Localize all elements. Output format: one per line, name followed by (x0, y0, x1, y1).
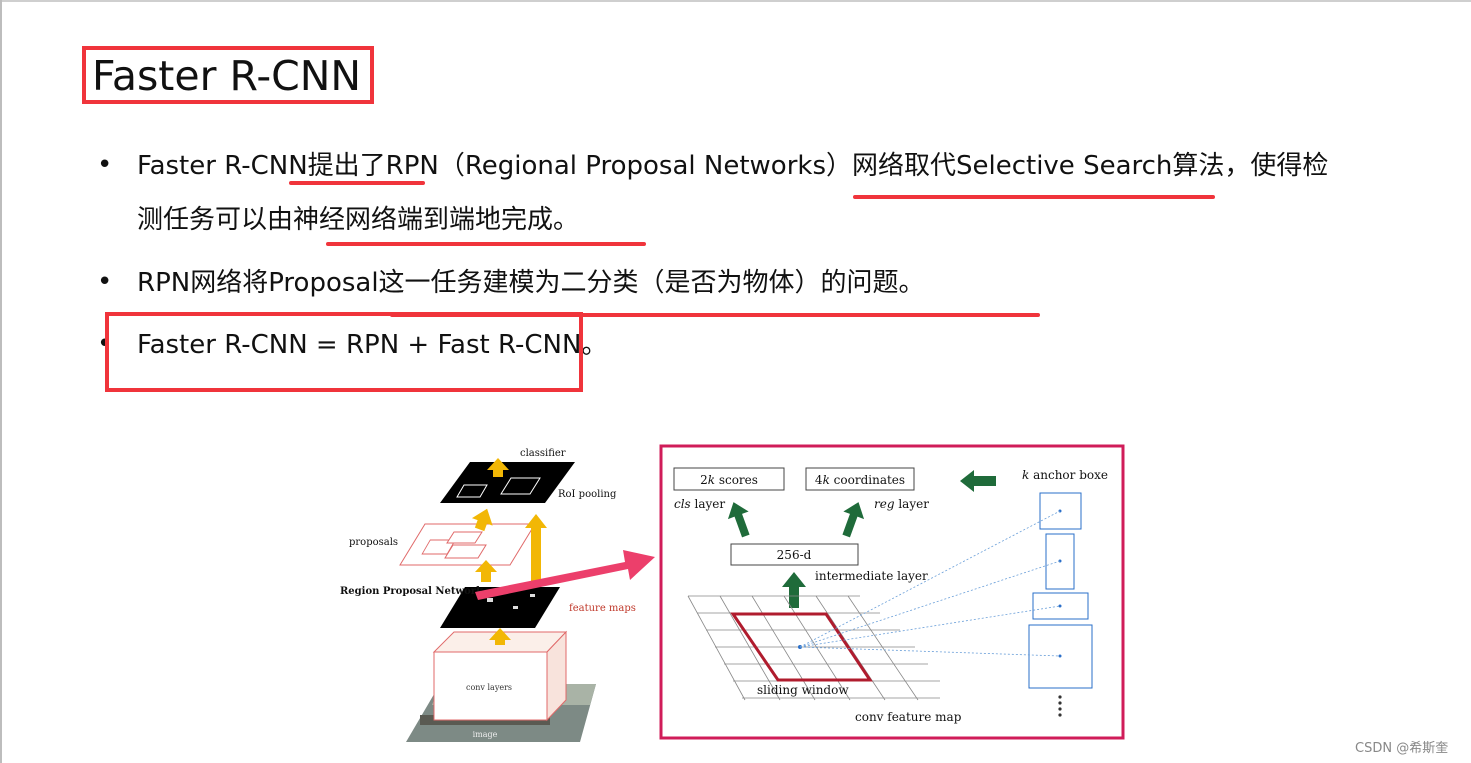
underline-rpn (289, 181, 425, 185)
anchor-lines (799, 510, 1061, 657)
svg-text:4k coordinates: 4k coordinates (815, 473, 905, 487)
arrow-up-icon (487, 458, 509, 477)
left-border (0, 0, 2, 763)
arrow-up-icon (475, 560, 497, 582)
bullet-dot-2: • (97, 267, 113, 297)
anchor-suffix: anchor boxe (1029, 468, 1108, 482)
green-arrow-icon (782, 572, 806, 608)
scores-k: k (708, 473, 715, 487)
watermark: CSDN @希斯奎 (1355, 741, 1449, 756)
image-label: image (473, 730, 498, 739)
top-border (0, 0, 1471, 2)
intermediate-box (730, 543, 859, 566)
bullet-2-line-1: RPN网络将Proposal这一任务建模为二分类（是否为物体）的问题。 (137, 268, 925, 298)
conv-layers-label: conv layers (466, 683, 512, 692)
svg-text:k anchor boxe: k anchor boxe (1022, 468, 1108, 482)
coords-prefix: 4 (815, 473, 823, 487)
underline-selective-search (853, 195, 1215, 199)
feature-maps-label: feature maps (569, 603, 636, 614)
scores-suffix: scores (715, 473, 758, 487)
bullet-1-line-2: 测任务可以由神经网络端到端地完成。 (137, 205, 580, 235)
proposals-label: proposals (349, 537, 398, 548)
feature-maps: feature maps (440, 587, 636, 628)
more-anchors-icon (1058, 695, 1062, 717)
conv-layers-block: conv layers (432, 630, 568, 722)
bullet-dot-1: • (97, 150, 113, 180)
reg-suffix: layer (895, 497, 930, 511)
bullet-3-line-1: Faster R-CNN = RPN + Fast R-CNN。 (137, 330, 608, 360)
bullet-1-line-1: Faster R-CNN提出了RPN（Regional Proposal Net… (137, 151, 1329, 181)
svg-text:reg layer: reg layer (874, 497, 929, 511)
rpn-label: Region Proposal Network (340, 586, 484, 597)
title-highlight-box (82, 46, 374, 104)
underline-end-to-end (326, 242, 646, 246)
arrow-up-icon (525, 514, 547, 585)
green-arrow-left-icon (960, 470, 996, 492)
cls-suffix: layer (691, 497, 726, 511)
green-arrow-icon (727, 502, 750, 538)
coordinates-box (805, 467, 915, 491)
cls-label: cls (674, 497, 691, 511)
svg-text:cls layer: cls layer (674, 497, 725, 511)
anchor-k: k (1022, 468, 1029, 482)
underline-binary-classification (390, 313, 1040, 317)
feature-map-grid (687, 595, 940, 701)
green-arrow-icon (842, 502, 865, 538)
conv-feature-map-label: conv feature map (855, 710, 962, 724)
arrow-up-icon (471, 508, 493, 532)
coords-suffix: coordinates (830, 473, 905, 487)
arrow-up-icon (489, 628, 511, 645)
pink-arrow-icon (475, 550, 655, 600)
proposals-plane: proposals (349, 523, 536, 566)
scores-prefix: 2 (700, 473, 708, 487)
dim-label: 256-d (777, 548, 812, 562)
reg-label: reg (874, 497, 895, 511)
svg-text:2k scores: 2k scores (700, 473, 758, 487)
slide-title: Faster R-CNN (92, 52, 362, 100)
sliding-window (730, 612, 873, 682)
classifier-label: classifier (520, 448, 566, 459)
sliding-window-label: sliding window (757, 683, 849, 697)
coords-k: k (823, 473, 830, 487)
roi-pooling-plane: RoI pooling (440, 462, 617, 503)
roi-pooling-label: RoI pooling (558, 489, 617, 500)
intermediate-label: intermediate layer (815, 569, 928, 583)
scores-box (673, 467, 785, 491)
formula-highlight-box (105, 312, 583, 392)
